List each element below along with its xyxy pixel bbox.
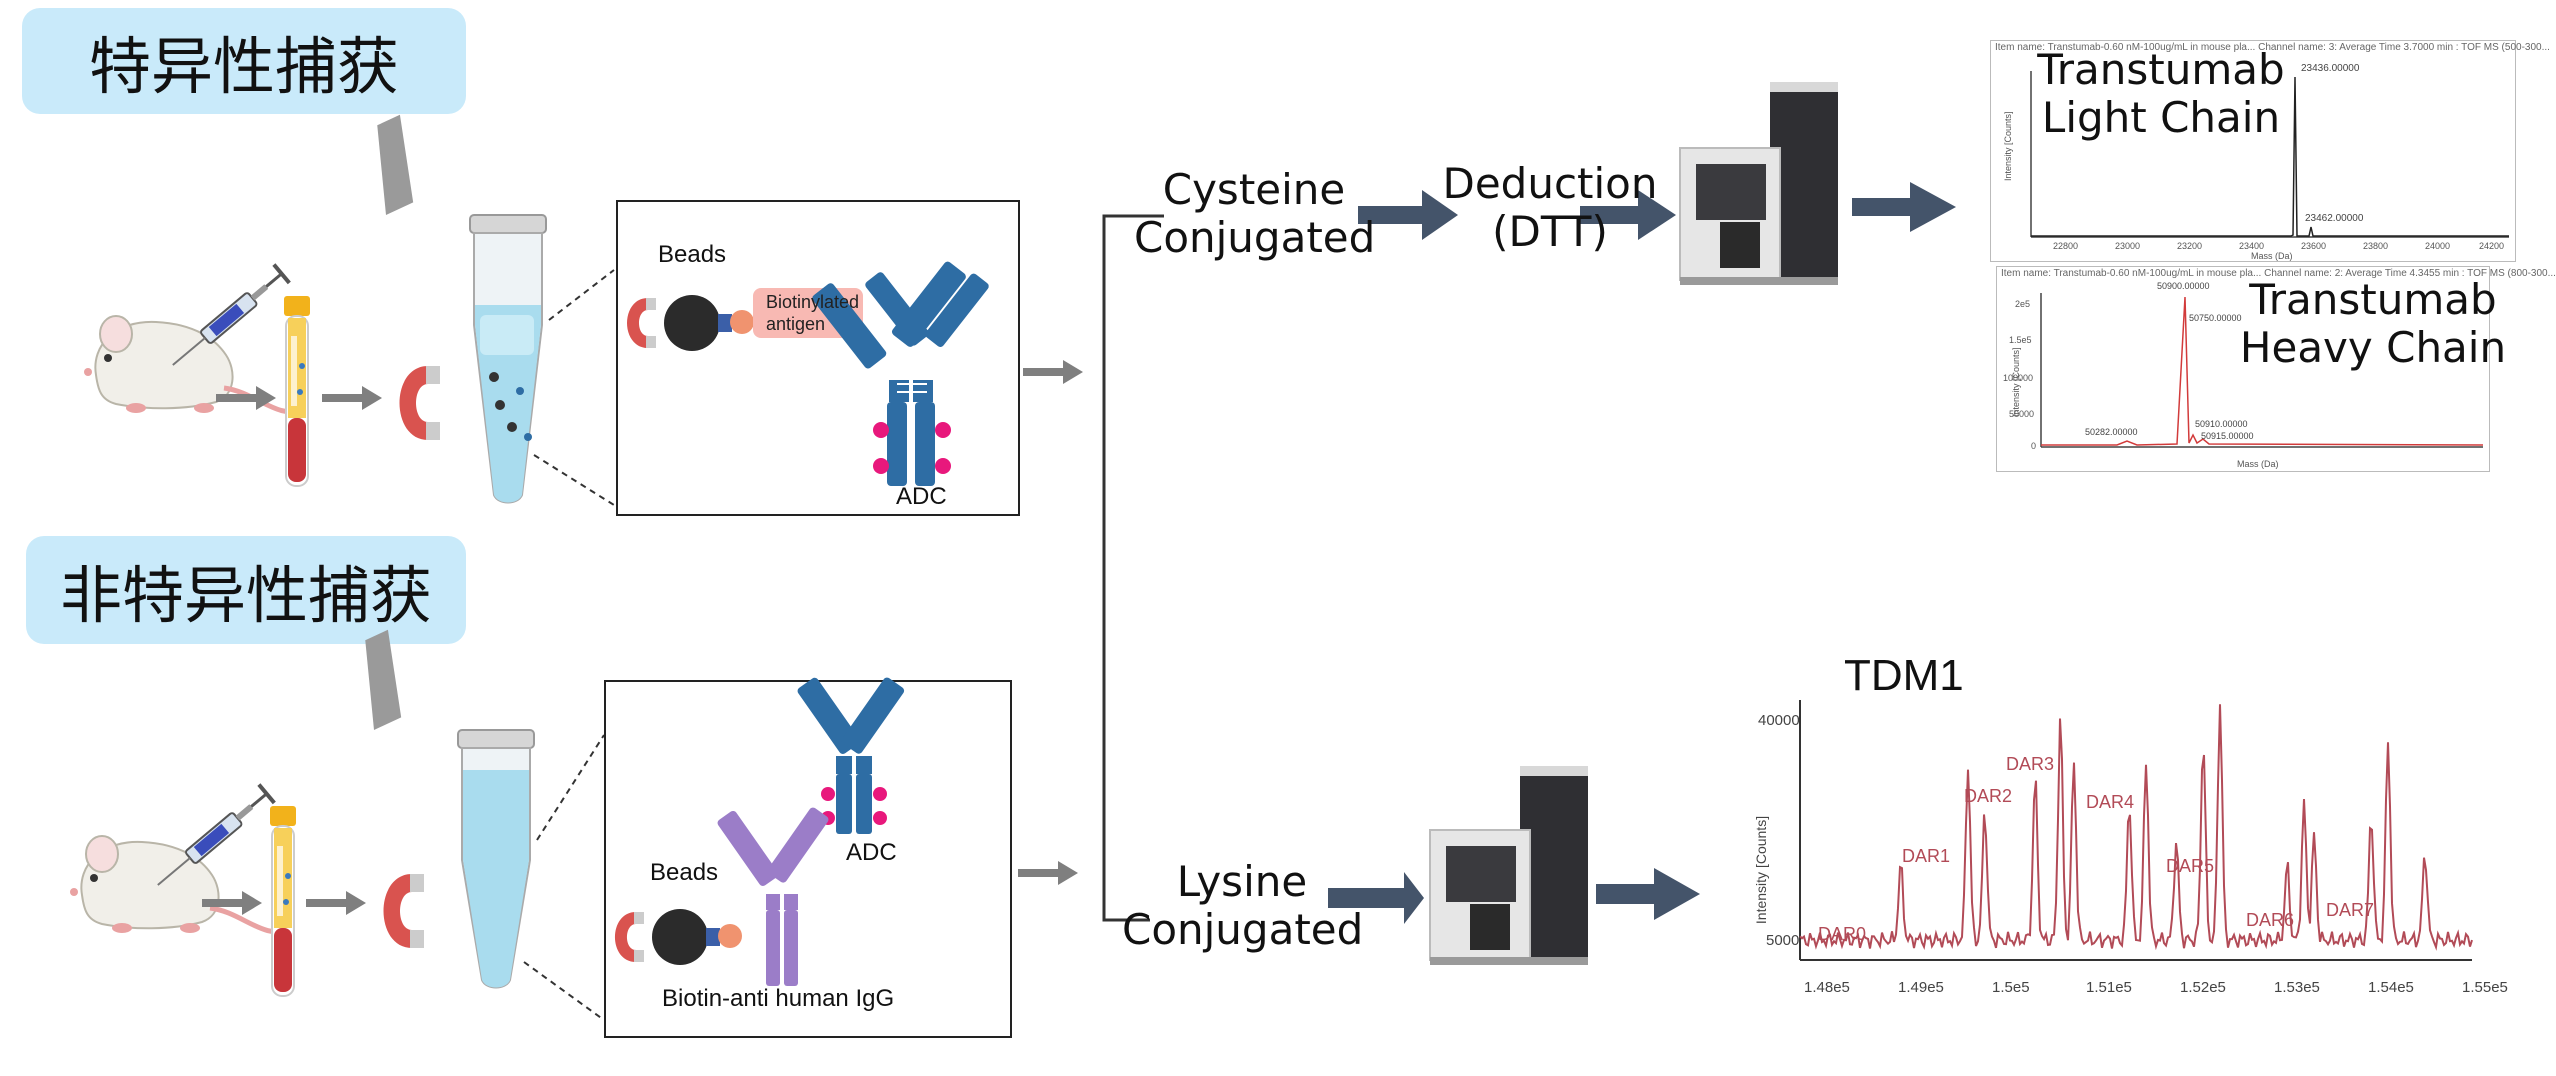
heavy-chain-plot: 2e5 1.5e5 100000 50000 0 50900.00000 507… <box>2003 281 2484 469</box>
nonspecific-capture-title: 非特异性捕获 <box>26 536 466 644</box>
cysteine-conjugated-label: Cysteine Conjugated <box>1134 165 1376 263</box>
beads-label-2: Beads <box>650 859 718 886</box>
tdm1-x-tick-0: 1.48e5 <box>1804 979 1850 996</box>
biotinylated-label: Biotinylated <box>766 292 859 312</box>
adc-label-2: ADC <box>846 839 897 866</box>
tdm1-title: TDM1 <box>1844 651 1964 700</box>
tdm1-dar-spectrum: TDM1 Intensity [Counts] 40000 5000 DAR0 D… <box>1753 651 2508 996</box>
dar-label-7: DAR7 <box>2326 900 2374 920</box>
svg-text:23400: 23400 <box>2239 241 2264 251</box>
svg-text:23000: 23000 <box>2115 241 2140 251</box>
tdm1-x-tick-5: 1.53e5 <box>2274 979 2320 996</box>
heavy-chain-spectrum-header: Item name: Transtumab-0.60 nM-100ug/mL i… <box>2001 268 2556 279</box>
heavy-left-peak-label: 50282.00000 <box>2085 427 2138 437</box>
heavy-y-ticks: 2e5 1.5e5 100000 50000 0 <box>2003 299 2036 451</box>
specific-capture-title: 特异性捕获 <box>22 8 466 114</box>
svg-text:24000: 24000 <box>2425 241 2450 251</box>
light-chain-spectrum-header: Item name: Transtumab-0.60 nM-100ug/mL i… <box>1995 42 2550 53</box>
light-y-axis-label: Intensity [Counts] <box>2003 111 2013 181</box>
deduction-dtt-label: Deduction (DTT) <box>1442 159 1658 257</box>
svg-text:1.5e5: 1.5e5 <box>2009 335 2032 345</box>
dar-label-1: DAR1 <box>1902 846 1950 866</box>
dar-label-6: DAR6 <box>2246 910 2294 930</box>
antigen-label: antigen <box>766 314 825 334</box>
tdm1-x-tick-7: 1.55e5 <box>2462 979 2508 996</box>
adc-label: ADC <box>896 483 947 510</box>
tdm1-x-tick-4: 1.52e5 <box>2180 979 2226 996</box>
light-peak-label: 23436.00000 <box>2301 63 2360 74</box>
mass-spec-instrument-top <box>1679 82 1838 285</box>
tdm1-x-tick-1: 1.49e5 <box>1898 979 1944 996</box>
svg-text:0: 0 <box>2031 441 2036 451</box>
dar-label-5: DAR5 <box>2166 856 2214 876</box>
dar-label-0: DAR0 <box>1818 924 1866 944</box>
tdm1-x-tick-2: 1.5e5 <box>1992 979 2030 996</box>
heavy-top-peak-label: 50900.00000 <box>2157 281 2210 291</box>
svg-text:23600: 23600 <box>2301 241 2326 251</box>
light-chain-label: Transtumab Light Chain <box>2037 45 2285 143</box>
svg-text:2e5: 2e5 <box>2015 299 2030 309</box>
svg-text:23800: 23800 <box>2363 241 2388 251</box>
light-x-axis-label: Mass (Da) <box>2251 251 2293 261</box>
biotin-igg-label: Biotin-anti human IgG <box>662 985 894 1012</box>
tdm1-y-tick-high: 40000 <box>1758 712 1800 729</box>
light-minor-peak-label: 23462.00000 <box>2305 213 2364 224</box>
process-arrows <box>1328 182 1956 924</box>
nonspecific-capture-inset: Beads ADC Biotin-anti human IgG <box>604 677 1012 1038</box>
heavy-peak-label: 50750.00000 <box>2189 313 2242 323</box>
heavy-chain-spectrum: Item name: Transtumab-0.60 nM-100ug/mL i… <box>1996 266 2556 472</box>
beads-label: Beads <box>658 241 726 268</box>
tdm1-trace <box>1799 704 2473 951</box>
bead-antigen-adc-diagram: Beads Biotinylated antigen ADC <box>627 241 989 510</box>
svg-text:23200: 23200 <box>2177 241 2202 251</box>
svg-text:22800: 22800 <box>2053 241 2078 251</box>
mass-spec-instrument-bottom <box>1429 766 1588 965</box>
heavy-right2-peak-label: 50915.00000 <box>2201 431 2254 441</box>
dar-label-3: DAR3 <box>2006 754 2054 774</box>
light-chain-spectrum: Item name: Transtumab-0.60 nM-100ug/mL i… <box>1990 40 2550 262</box>
heavy-x-axis-label: Mass (Da) <box>2237 459 2279 469</box>
workflow-illustration <box>0 114 1083 1021</box>
svg-text:24200: 24200 <box>2479 241 2504 251</box>
tdm1-y-tick-low: 5000 <box>1766 932 1799 949</box>
tdm1-y-axis-label: Intensity [Counts] <box>1753 816 1769 924</box>
svg-text:50000: 50000 <box>2009 409 2034 419</box>
light-chain-plot: Intensity [Counts] 23436.00000 23462.000… <box>2003 63 2509 261</box>
heavy-y-axis-label: Intensity [Counts] <box>2011 347 2021 417</box>
light-x-ticks: 22800 23000 23200 23400 23600 23800 2400… <box>2053 241 2504 251</box>
dar-label-2: DAR2 <box>1964 786 2012 806</box>
tdm1-x-tick-3: 1.51e5 <box>2086 979 2132 996</box>
dar-label-4: DAR4 <box>2086 792 2134 812</box>
heavy-right-peak-label: 50910.00000 <box>2195 419 2248 429</box>
svg-text:100000: 100000 <box>2003 373 2033 383</box>
tdm1-x-tick-6: 1.54e5 <box>2368 979 2414 996</box>
heavy-chain-label: Transtumab Heavy Chain <box>2239 275 2507 373</box>
specific-capture-inset: Beads Biotinylated antigen ADC <box>616 200 1020 516</box>
lysine-conjugated-label: Lysine Conjugated <box>1122 857 1364 955</box>
bead-igg-adc-diagram: Beads ADC Biotin-anti human IgG <box>615 677 905 1012</box>
